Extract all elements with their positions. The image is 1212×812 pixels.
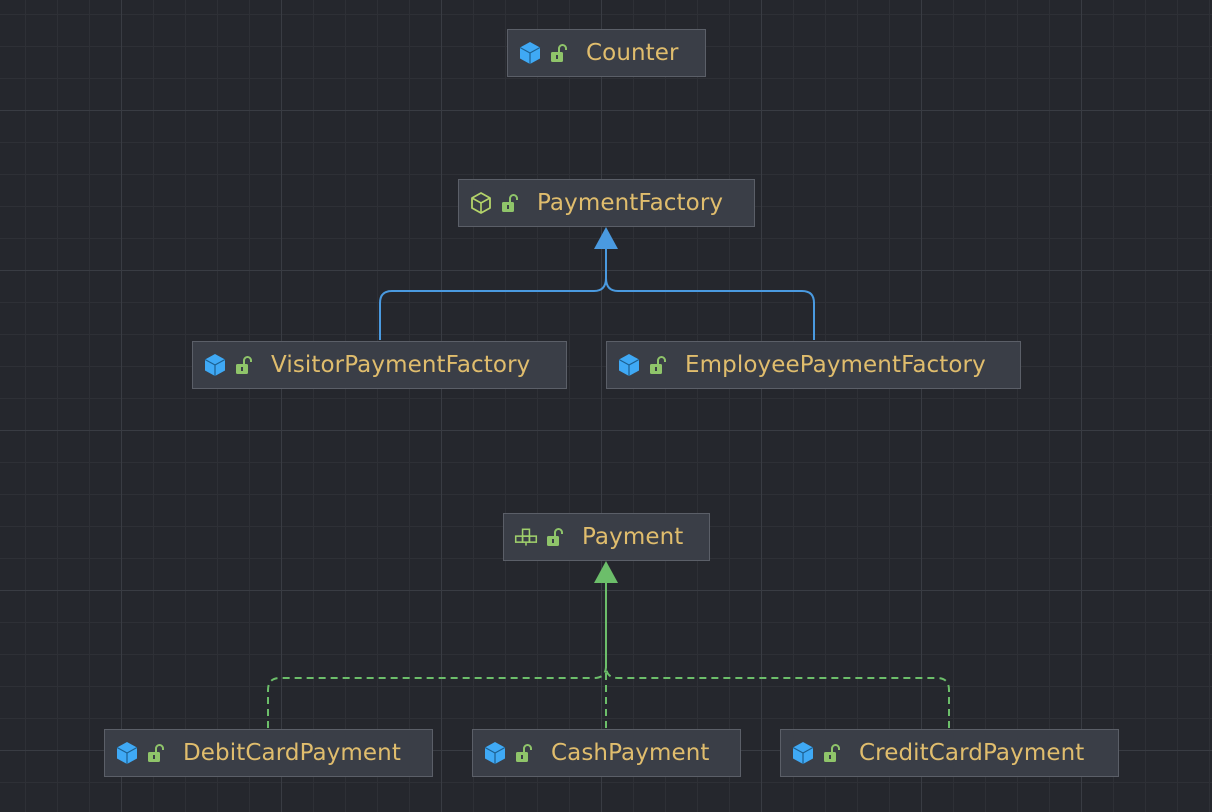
- public-lock-icon: [147, 743, 165, 763]
- node-label: Counter: [586, 40, 679, 66]
- edge-employee-to-paymentfactory: [605, 249, 815, 340]
- class-icon: [617, 353, 641, 377]
- class-icon: [203, 353, 227, 377]
- node-debit-card-payment[interactable]: DebitCardPayment: [104, 729, 433, 777]
- public-lock-icon: [515, 743, 533, 763]
- public-lock-icon: [235, 355, 253, 375]
- node-payment-factory[interactable]: PaymentFactory: [458, 179, 755, 227]
- node-label: PaymentFactory: [537, 190, 724, 216]
- public-lock-icon: [823, 743, 841, 763]
- node-employee-payment-factory[interactable]: EmployeePaymentFactory: [606, 341, 1021, 389]
- node-counter[interactable]: Counter: [507, 29, 706, 77]
- class-icon: [483, 741, 507, 765]
- node-visitor-payment-factory[interactable]: VisitorPaymentFactory: [192, 341, 567, 389]
- edge-debitcard-to-payment: [267, 583, 607, 728]
- abstract-class-icon: [469, 191, 493, 215]
- class-icon: [518, 41, 542, 65]
- node-label: EmployeePaymentFactory: [685, 352, 986, 378]
- class-icon: [791, 741, 815, 765]
- class-icon: [115, 741, 139, 765]
- edge-creditcard-to-payment: [605, 583, 950, 728]
- node-label: CashPayment: [551, 740, 710, 766]
- implements-arrowhead: [594, 561, 618, 583]
- node-label: VisitorPaymentFactory: [271, 352, 531, 378]
- node-label: Payment: [582, 524, 684, 550]
- node-credit-card-payment[interactable]: CreditCardPayment: [780, 729, 1119, 777]
- extends-arrowhead: [594, 227, 618, 249]
- node-cash-payment[interactable]: CashPayment: [472, 729, 741, 777]
- public-lock-icon: [649, 355, 667, 375]
- interface-icon: [514, 525, 538, 549]
- public-lock-icon: [550, 43, 568, 63]
- public-lock-icon: [501, 193, 519, 213]
- public-lock-icon: [546, 527, 564, 547]
- node-label: CreditCardPayment: [859, 740, 1085, 766]
- node-label: DebitCardPayment: [183, 740, 401, 766]
- edge-visitor-to-paymentfactory: [379, 249, 607, 340]
- node-payment[interactable]: Payment: [503, 513, 710, 561]
